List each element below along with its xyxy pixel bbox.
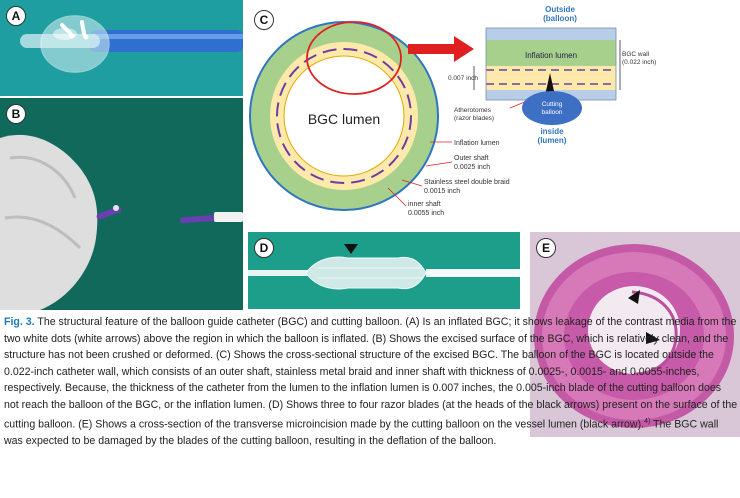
caption-text: The structural feature of the balloon gu… xyxy=(4,316,738,431)
highlight-arrow xyxy=(408,36,474,62)
inflation-lumen-band xyxy=(486,40,616,66)
figure-caption: Fig. 3. The structural feature of the ba… xyxy=(4,314,738,449)
panel-a-photo: A xyxy=(0,0,243,96)
panel-d-illustration xyxy=(248,232,520,309)
panel-c-letter: C xyxy=(254,10,274,30)
figure-label: Fig. 3. xyxy=(4,316,35,328)
black-arrow-1 xyxy=(628,290,640,304)
panel-e-illustration xyxy=(530,232,740,437)
black-arrowhead xyxy=(344,244,358,254)
panel-e-histology: E xyxy=(530,232,740,437)
panel-b-letter: B xyxy=(6,104,26,124)
caption-text-2: The BGC wall was expected to be damaged … xyxy=(4,418,719,447)
panel-d-photo: D xyxy=(248,232,520,309)
inside-lumen-label: inside(lumen) xyxy=(538,127,567,145)
black-arrow-2 xyxy=(646,332,660,344)
lumen-label: BGC lumen xyxy=(308,111,380,127)
inflation-lumen-box-label: Inflation lumen xyxy=(525,51,577,60)
atherotomes-label: Atherotomes(razor blades) xyxy=(454,107,494,122)
inflation-lumen-label: Inflation lumen xyxy=(454,140,500,147)
braid-dashed-circle xyxy=(276,48,412,184)
reference-superscript: 4) xyxy=(644,417,651,425)
panel-e-letter: E xyxy=(536,238,556,258)
panel-c-diagram: BGC lumen Inflation lumen Outside(balloo… xyxy=(248,0,740,228)
inner-lumen xyxy=(283,55,405,177)
cutting-balloon-ellipse xyxy=(522,91,582,125)
cross-section-svg: BGC lumen Inflation lumen Outside(balloo… xyxy=(249,5,656,217)
panel-a-letter: A xyxy=(6,6,26,26)
bgc-wall-label: BGC wall(0.022 inch) xyxy=(622,51,656,66)
dim-007-label: 0.007 inch xyxy=(448,75,478,82)
panel-b-illustration xyxy=(0,98,243,310)
outside-band xyxy=(486,28,616,40)
panel-b-photo: B xyxy=(0,98,243,310)
panel-a-illustration xyxy=(0,0,243,96)
outside-label: Outside(balloon) xyxy=(543,5,577,23)
panel-d-letter: D xyxy=(254,238,274,258)
highlight-ellipse xyxy=(306,21,402,95)
